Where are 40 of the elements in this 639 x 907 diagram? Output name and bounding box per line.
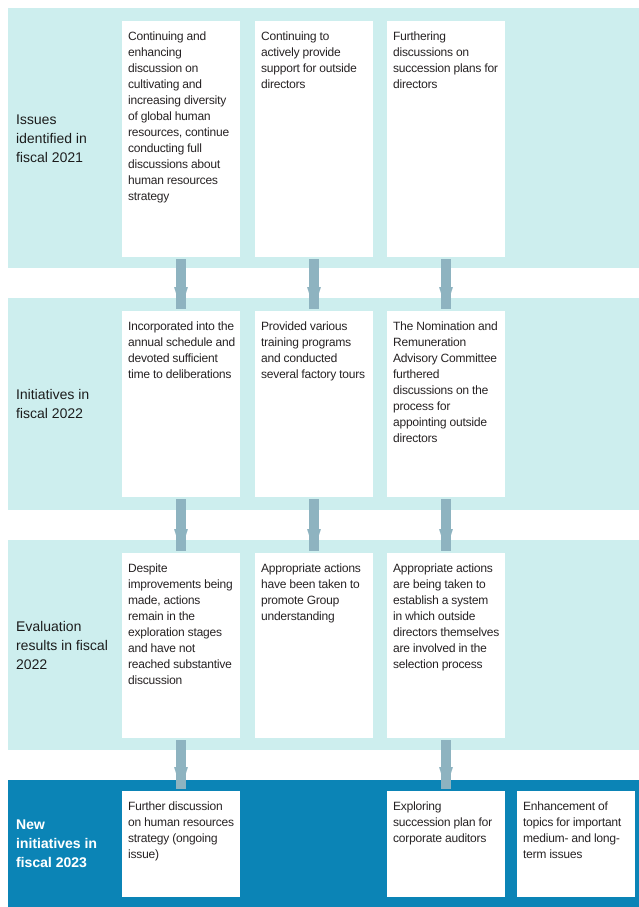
arrow xyxy=(174,740,188,789)
text-box xyxy=(387,791,505,897)
stage-label: New initiatives in fiscal 2023 xyxy=(16,815,98,872)
stage-band xyxy=(8,8,639,268)
text-box xyxy=(255,553,373,738)
stage-band xyxy=(8,780,639,907)
arrow xyxy=(307,259,321,309)
box-text: Continuing and enhancing discussion on cultivating and increasing diversity of global human resources, continue conducting full discussions about human resources strategy xyxy=(128,28,230,204)
stage-label: Evaluation results in fiscal 2022 xyxy=(16,616,108,674)
box-text: Incorporated into the annual schedule and devoted sufficient time to deliberations xyxy=(128,318,235,382)
stage-label: Issues identified in fiscal 2021 xyxy=(16,110,88,166)
arrow xyxy=(174,259,188,309)
box-text: Appropriate actions have been taken to promote Group understanding xyxy=(261,560,362,624)
stage-label: Initiatives in fiscal 2022 xyxy=(16,385,90,423)
box-text: Continuing to actively provide support for outside directors xyxy=(261,28,358,92)
box-text: Furthering discussions on succession plans for directors xyxy=(393,28,499,92)
text-box xyxy=(517,791,635,897)
box-text: Appropriate actions are being taken to establish a system in which outside directors themselves are involved in the selection process xyxy=(393,560,500,672)
box-text: The Nomination and Remuneration Advisory Committee furthered discussions on the process for appointing outside directors xyxy=(393,318,498,446)
text-box xyxy=(122,791,240,897)
box-text: Further discussion on human resources strategy (ongoing issue) xyxy=(128,798,235,862)
text-box xyxy=(122,21,240,257)
text-box xyxy=(387,21,505,257)
text-box xyxy=(387,553,505,738)
box-text: Enhancement of topics for important medium- and long-term issues xyxy=(523,798,622,862)
box-text: Exploring succession plan for corporate auditors xyxy=(393,798,493,846)
text-box xyxy=(387,311,505,497)
text-box xyxy=(255,21,373,257)
arrow xyxy=(439,499,453,551)
text-box xyxy=(255,311,373,497)
text-box xyxy=(122,311,240,497)
arrow xyxy=(174,499,188,551)
stage-band xyxy=(8,298,639,510)
box-text: Despite improvements being made, actions remain in the exploration stages and have not reached substantive discussion xyxy=(128,560,234,688)
text-box xyxy=(122,553,240,738)
arrow xyxy=(439,259,453,309)
box-text: Provided various training programs and conducted several factory tours xyxy=(261,318,366,382)
stage-band xyxy=(8,540,639,750)
arrow xyxy=(307,499,321,551)
arrow xyxy=(439,740,453,789)
